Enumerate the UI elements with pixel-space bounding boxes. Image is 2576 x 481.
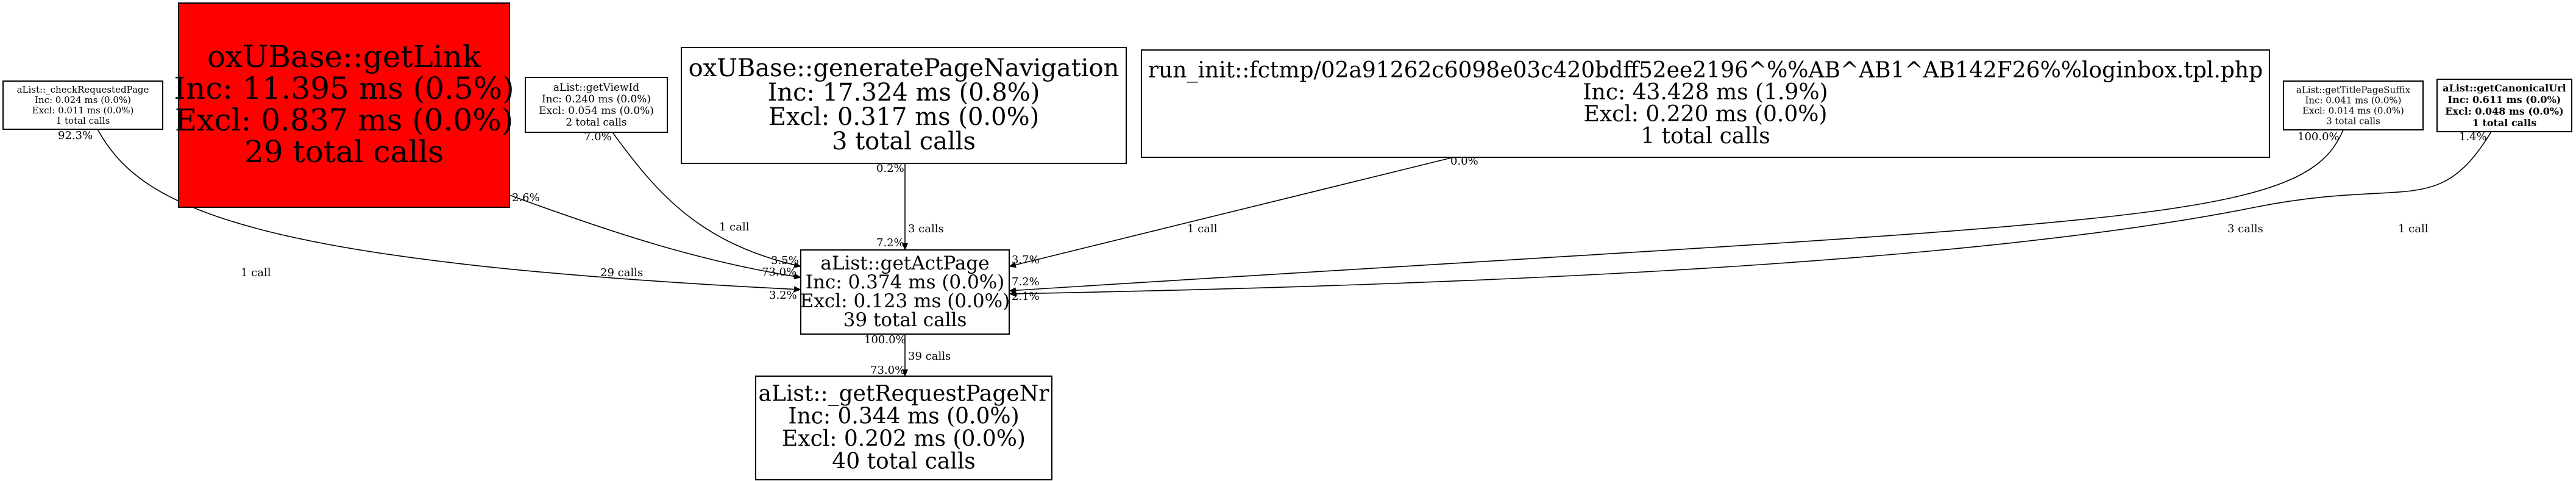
call-edge: 1 call 0.0% 3.7%: [1009, 155, 1478, 268]
node-box: [800, 249, 1010, 335]
edge-head-percent: 3.5%: [771, 254, 799, 267]
edge-call-count: 39 calls: [908, 350, 951, 363]
node-box: [681, 47, 1127, 164]
node-function-name: oxUBase::getLink: [207, 39, 481, 74]
call-edge: 29 calls 2.6% 73.0%: [509, 191, 801, 280]
node-total-calls: 1 total calls: [2472, 117, 2536, 129]
edge-call-count: 3 calls: [2227, 223, 2263, 235]
edge-tail-percent: 1.4%: [2459, 130, 2487, 143]
call-edge: 1 call 1.4% 2.1%: [1009, 130, 2492, 303]
edge-tail-percent: 0.2%: [876, 162, 904, 175]
edge-line: [1009, 157, 1454, 268]
node-box: [755, 376, 1052, 480]
edge-tail-percent: 0.0%: [1450, 155, 1478, 168]
edge-head-percent: 7.2%: [1012, 276, 1040, 288]
node-function-name: aList::_getRequestPageNr: [759, 382, 1050, 407]
node-box: [2283, 80, 2424, 130]
node-inclusive-time: Inc: 17.324 ms (0.8%): [768, 79, 1040, 107]
edge-head-percent: 7.2%: [876, 237, 904, 249]
node-exclusive-time: Excl: 0.123 ms (0.0%): [800, 290, 1010, 312]
node-exclusive-time: Excl: 0.837 ms (0.0%): [175, 102, 513, 138]
node-inclusive-time: Inc: 0.344 ms (0.0%): [788, 404, 1019, 429]
edge-line: [97, 129, 801, 293]
node-inclusive-time: Inc: 0.024 ms (0.0%): [35, 94, 131, 105]
edge-call-count: 1 call: [719, 221, 750, 233]
node-function-name: run_init::fctmp/02a91262c6098e03c420bdff…: [1148, 58, 2263, 83]
node-total-calls: 3 total calls: [832, 127, 976, 155]
edge-line: [612, 132, 801, 268]
edge-tail-percent: 100.0%: [864, 333, 906, 346]
edge-line: [509, 194, 801, 280]
node-function-name: aList::getCanonicalUrl: [2443, 82, 2566, 94]
edge-call-count: 29 calls: [600, 266, 643, 279]
edge-tail-percent: 7.0%: [584, 130, 612, 143]
call-edge: 1 call 7.0% 3.5%: [584, 130, 801, 268]
node-function-name: oxUBase::generatePageNavigation: [689, 54, 1119, 82]
function-node[interactable]: run_init::fctmp/02a91262c6098e03c420bdff…: [1141, 49, 2270, 158]
node-inclusive-time: Inc: 11.395 ms (0.5%): [174, 71, 514, 106]
node-exclusive-time: Excl: 0.220 ms (0.0%): [1584, 102, 1828, 127]
edge-head-percent: 73.0%: [762, 266, 797, 279]
edge-tail-percent: 2.6%: [512, 191, 540, 204]
node-box: [2, 80, 163, 130]
edge-head-percent: 3.2%: [769, 289, 797, 302]
node-function-name: aList::getViewId: [553, 82, 639, 94]
node-exclusive-time: Excl: 0.202 ms (0.0%): [782, 427, 1026, 452]
node-total-calls: 3 total calls: [2326, 116, 2380, 127]
node-inclusive-time: Inc: 43.428 ms (1.9%): [1583, 80, 1828, 105]
node-inclusive-time: Inc: 0.611 ms (0.0%): [2448, 94, 2561, 105]
edge-call-count: 1 call: [241, 266, 271, 279]
edge-tail-percent: 92.3%: [58, 129, 93, 142]
node-total-calls: 40 total calls: [832, 449, 975, 474]
edge-call-count: 3 calls: [908, 223, 944, 235]
node-total-calls: 1 total calls: [1641, 124, 1770, 149]
node-exclusive-time: Excl: 0.011 ms (0.0%): [32, 105, 134, 116]
node-inclusive-time: Inc: 0.041 ms (0.0%): [2305, 95, 2401, 106]
edge-head-percent: 3.7%: [1012, 254, 1040, 266]
call-edge: 3 calls 100.0% 7.2%: [1009, 129, 2344, 294]
node-box: [1141, 49, 2270, 158]
node-total-calls: 2 total calls: [566, 116, 626, 129]
edge-call-count: 1 call: [2398, 223, 2429, 235]
node-total-calls: 29 total calls: [244, 134, 444, 169]
node-exclusive-time: Excl: 0.048 ms (0.0%): [2445, 105, 2563, 117]
node-box: [178, 2, 510, 208]
node-total-calls: 39 total calls: [843, 309, 967, 331]
node-exclusive-time: Excl: 0.054 ms (0.0%): [539, 105, 654, 117]
call-edge: 1 call 92.3% 3.2%: [58, 129, 801, 302]
call-edge: 3 calls 0.2% 7.2%: [876, 162, 944, 251]
edge-call-count: 1 call: [1187, 223, 1218, 235]
node-total-calls: 1 total calls: [56, 115, 110, 126]
edge-head-percent: 73.0%: [870, 364, 905, 377]
node-exclusive-time: Excl: 0.317 ms (0.0%): [768, 103, 1039, 131]
node-inclusive-time: Inc: 0.374 ms (0.0%): [806, 271, 1005, 293]
node-function-name: aList::getActPage: [820, 252, 989, 274]
edge-tail-percent: 100.0%: [2297, 130, 2340, 143]
node-inclusive-time: Inc: 0.240 ms (0.0%): [542, 93, 651, 105]
node-box: [2436, 79, 2572, 132]
node-box: [525, 77, 668, 133]
edge-line: [1009, 131, 2492, 297]
node-exclusive-time: Excl: 0.014 ms (0.0%): [2302, 105, 2404, 116]
node-function-name: aList::_checkRequestedPage: [17, 84, 149, 95]
edge-head-percent: 2.1%: [1012, 290, 1040, 303]
node-function-name: aList::getTitlePageSuffix: [2296, 85, 2411, 96]
edge-line: [1009, 129, 2344, 294]
